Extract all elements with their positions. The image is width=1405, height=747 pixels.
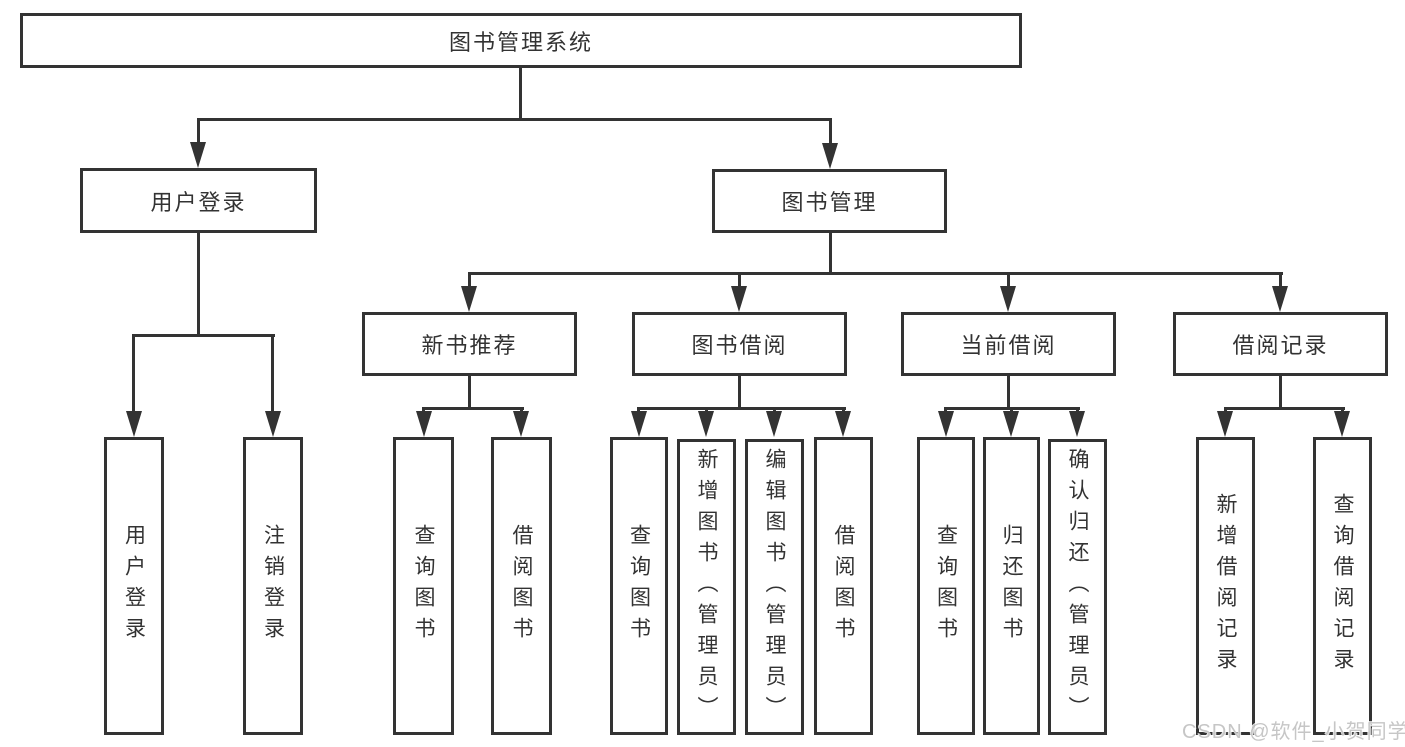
node-book-management: 图书管理 <box>712 169 947 233</box>
connector-book-borrow-stem <box>738 376 741 410</box>
node-new-book-recommend: 新书推荐 <box>362 312 577 376</box>
leaf-bb-borrow-book: 借阅图书 <box>814 437 873 735</box>
arrow-down-nb-query-icon <box>416 411 432 437</box>
connector-drop-cb-query <box>944 407 947 414</box>
watermark: CSDN @软件_小贺同学 <box>1182 721 1405 743</box>
connector-level2-bar <box>197 118 832 121</box>
node-new-book-recommend-label: 新书推荐 <box>421 333 518 358</box>
leaf-nb-query-book: 查询图书 <box>393 437 454 735</box>
arrow-down-user-login-icon <box>190 142 206 168</box>
arrow-down-leaf-logout-icon <box>265 411 281 437</box>
connector-drop-bb-query <box>637 407 640 414</box>
arrow-down-bb-edit-icon <box>766 411 782 437</box>
connector-drop-cb-return <box>1010 407 1013 414</box>
arrow-down-borrow-record-icon <box>1272 286 1288 312</box>
connector-drop-book-borrow <box>738 272 741 292</box>
connector-user-login-stem <box>197 233 200 337</box>
leaf-cb-return-book: 归还图书 <box>983 437 1040 735</box>
arrow-down-cb-query-icon <box>938 411 954 437</box>
arrow-down-leaf-user-login-icon <box>126 411 142 437</box>
connector-drop-nb-borrow <box>520 407 523 414</box>
connector-drop-new-book-recommend <box>468 272 471 292</box>
connector-new-book-recommend-stem <box>468 376 471 410</box>
connector-book-borrow-bar <box>637 407 846 410</box>
arrow-down-br-query-icon <box>1334 411 1350 437</box>
arrow-down-bb-add-icon <box>698 411 714 437</box>
node-root: 图书管理系统 <box>20 13 1022 68</box>
arrow-down-book-borrow-icon <box>731 286 747 312</box>
connector-drop-br-query <box>1341 407 1344 414</box>
leaf-br-query-record: 查询借阅记录 <box>1313 437 1372 735</box>
leaf-user-login: 用户登录 <box>104 437 164 735</box>
connector-new-book-recommend-bar <box>422 407 524 410</box>
connector-borrow-record-stem <box>1279 376 1282 410</box>
leaf-cb-query-book: 查询图书 <box>917 437 975 735</box>
connector-drop-book-management <box>829 118 832 146</box>
arrow-down-cb-return-icon <box>1003 411 1019 437</box>
arrow-down-bb-borrow-icon <box>835 411 851 437</box>
connector-drop-bb-add <box>705 407 708 414</box>
arrow-down-br-add-icon <box>1217 411 1233 437</box>
connector-drop-leaf-logout <box>271 334 274 413</box>
leaf-cb-confirm-return-admin: 确认归还（管理员） <box>1048 439 1107 735</box>
connector-drop-br-add <box>1224 407 1227 414</box>
node-borrow-record-label: 借阅记录 <box>1232 333 1329 358</box>
connector-drop-bb-edit <box>773 407 776 414</box>
arrow-down-nb-borrow-icon <box>513 411 529 437</box>
leaf-nb-borrow-book: 借阅图书 <box>491 437 552 735</box>
leaf-bb-query-book: 查询图书 <box>610 437 668 735</box>
connector-drop-cb-confirm <box>1076 407 1079 414</box>
node-current-borrow-label: 当前借阅 <box>960 333 1057 358</box>
node-current-borrow: 当前借阅 <box>901 312 1116 376</box>
arrow-down-book-management-icon <box>822 143 838 169</box>
leaf-bb-add-book-admin: 新增图书（管理员） <box>677 439 736 735</box>
connector-current-borrow-stem <box>1007 376 1010 410</box>
leaf-br-add-record: 新增借阅记录 <box>1196 437 1255 735</box>
node-user-login: 用户登录 <box>80 168 317 233</box>
arrow-down-bb-query-icon <box>631 411 647 437</box>
node-book-management-label: 图书管理 <box>781 190 878 215</box>
connector-root-stem <box>519 68 522 121</box>
connector-drop-nb-query <box>422 407 425 414</box>
arrow-down-cb-confirm-icon <box>1069 411 1085 437</box>
connector-user-login-bar <box>132 334 275 337</box>
connector-book-management-stem <box>829 233 832 275</box>
node-book-borrow-label: 图书借阅 <box>691 333 788 358</box>
connector-drop-bb-borrow <box>842 407 845 414</box>
arrow-down-new-book-recommend-icon <box>461 286 477 312</box>
connector-drop-borrow-record <box>1279 272 1282 292</box>
node-user-login-label: 用户登录 <box>150 189 247 215</box>
connector-drop-leaf-user-login <box>132 334 135 413</box>
connector-level3-bar <box>468 272 1283 275</box>
arrow-down-current-borrow-icon <box>1000 286 1016 312</box>
node-book-borrow: 图书借阅 <box>632 312 847 376</box>
connector-drop-current-borrow <box>1007 272 1010 292</box>
connector-borrow-record-bar <box>1224 407 1345 410</box>
leaf-bb-edit-book-admin: 编辑图书（管理员） <box>745 439 804 735</box>
leaf-logout: 注销登录 <box>243 437 303 735</box>
node-root-label: 图书管理系统 <box>448 29 593 55</box>
connector-drop-user-login <box>197 118 200 146</box>
node-borrow-record: 借阅记录 <box>1173 312 1388 376</box>
